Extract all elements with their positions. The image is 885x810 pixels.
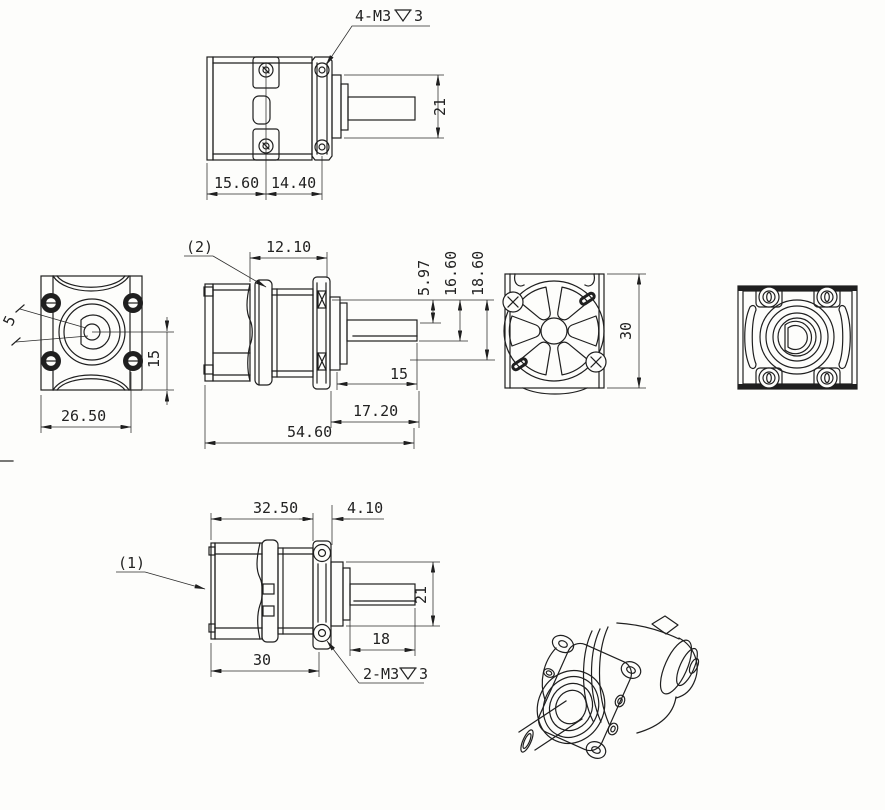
dim-side-shaft-length: 15 — [390, 365, 408, 383]
dim-top-boss-dia: 21 — [431, 98, 449, 116]
dim-top-left-length: 15.60 — [214, 174, 259, 192]
corner-screw-icon — [41, 293, 143, 371]
rear-view-body — [502, 273, 607, 395]
index-label-2: (2) — [186, 238, 213, 256]
center-side-view: (2) 12.10 5.97 16.60 18.60 15 17.20 54.6… — [184, 238, 495, 449]
dim-side-step-a: 5.97 — [415, 260, 433, 296]
side-view-dimensions: (2) 12.10 5.97 16.60 18.60 15 17.20 54.6… — [184, 238, 495, 449]
dim-side-gear-length: 12.10 — [266, 238, 311, 256]
side-view-body — [203, 276, 418, 390]
depth-symbol-icon — [394, 9, 412, 23]
front-view-body — [40, 275, 143, 391]
bottom-view-dimensions: (1) 32.50 4.10 21 18 30 2-M3 3 — [116, 499, 440, 684]
gearbox-face-view — [737, 285, 858, 390]
thread-callout-top-prefix: 4-M3 — [355, 7, 391, 25]
top-view-body — [206, 56, 416, 161]
dim-side-step-b: 16.60 — [442, 251, 460, 296]
isometric-view — [518, 615, 700, 759]
top-view-dimensions: 15.60 14.40 21 4-M3 3 — [206, 7, 449, 200]
motor-rear-view: 30 — [502, 273, 646, 395]
dim-front-half-height: 15 — [145, 350, 163, 368]
dim-bottom-flange-thickness: 4.10 — [347, 499, 383, 517]
thread-callout-bottom-prefix: 2-M3 — [363, 665, 399, 683]
dim-top-right-length: 14.40 — [271, 174, 316, 192]
slotted-screw-icon — [758, 286, 838, 389]
dim-bottom-body-length: 32.50 — [253, 499, 298, 517]
gearbox-face-body — [737, 285, 858, 390]
depth-symbol-icon — [399, 667, 417, 681]
dim-bottom-boss-dia: 21 — [412, 586, 430, 604]
dim-front-shaft-dia: 5 — [0, 313, 20, 329]
phillips-screw-icon — [502, 291, 607, 373]
iso-output-shaft — [518, 700, 583, 753]
dim-side-shaft-total: 17.20 — [353, 402, 398, 420]
dim-bottom-mount-length: 30 — [253, 651, 271, 669]
thread-callout-top-depth: 3 — [414, 7, 423, 25]
vent-slot — [579, 291, 596, 306]
front-view-dimensions: 5 15 26.50 — [0, 304, 174, 433]
top-side-view: 15.60 14.40 21 4-M3 3 — [206, 7, 449, 200]
thread-callout-bottom-depth: 3 — [419, 665, 428, 683]
rear-view-dimensions: 30 — [607, 273, 646, 389]
vent-slot — [511, 357, 528, 372]
dim-rear-height: 30 — [617, 322, 635, 340]
dim-front-width: 26.50 — [61, 407, 106, 425]
dim-side-step-c: 18.60 — [469, 251, 487, 296]
dim-side-overall-length: 54.60 — [287, 423, 332, 441]
bottom-side-view: (1) 32.50 4.10 21 18 30 2-M3 3 — [116, 499, 440, 684]
terminal-block — [651, 615, 679, 635]
bottom-view-body — [208, 539, 416, 650]
iso-flange — [537, 642, 633, 752]
dim-bottom-shaft-length: 18 — [372, 630, 390, 648]
index-label-1: (1) — [118, 554, 145, 572]
iso-bearing-rings — [536, 670, 606, 744]
front-face-view: 5 15 26.50 — [0, 275, 174, 433]
